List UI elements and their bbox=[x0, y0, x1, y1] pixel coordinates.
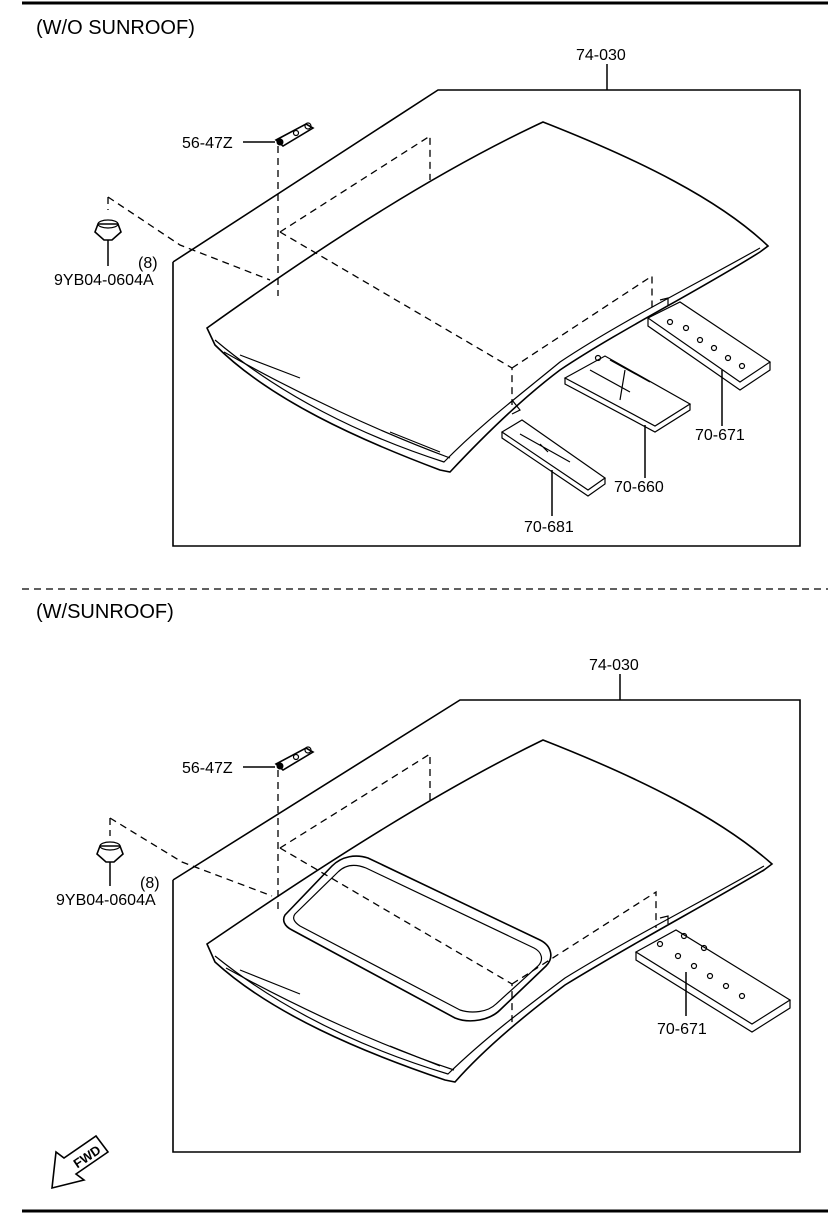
section-without-sunroof: (W/O SUNROOF) 56-47Z bbox=[36, 17, 801, 547]
dash-front bbox=[279, 134, 431, 233]
nut-label: 9YB04-0604A bbox=[56, 892, 156, 909]
rail-rear-label: 70-671 bbox=[695, 427, 745, 444]
roof-panel-label: 74-030 bbox=[589, 657, 639, 674]
roof-panel bbox=[205, 121, 770, 473]
dash-front bbox=[279, 752, 431, 849]
roof-panel-label: 74-030 bbox=[576, 47, 626, 64]
rail-rear-label: 70-671 bbox=[657, 1021, 707, 1038]
bracket-label: 56-47Z bbox=[182, 760, 233, 777]
nut-qty-label: (8) bbox=[138, 255, 158, 272]
nut-label: 9YB04-0604A bbox=[54, 272, 154, 289]
group-frame bbox=[172, 89, 801, 547]
section-heading: (W/SUNROOF) bbox=[36, 601, 174, 623]
nut-icon bbox=[96, 841, 124, 863]
rail-rear-part bbox=[646, 301, 772, 391]
rail-front-part bbox=[500, 419, 607, 497]
nut-qty-label: (8) bbox=[140, 875, 160, 892]
bracket-part bbox=[274, 122, 315, 147]
rail-rear-part bbox=[634, 929, 792, 1033]
bracket-label: 56-47Z bbox=[182, 135, 233, 152]
rail-front-label: 70-681 bbox=[524, 519, 574, 536]
dash-side bbox=[279, 231, 513, 405]
roof-panel bbox=[205, 739, 774, 1083]
fwd-arrow-icon: FWD bbox=[51, 1134, 110, 1190]
nut-icon bbox=[94, 219, 122, 241]
section-heading: (W/O SUNROOF) bbox=[36, 17, 195, 39]
bracket-part bbox=[274, 746, 315, 771]
rail-mid-part bbox=[563, 354, 692, 433]
dash-rear bbox=[511, 274, 653, 369]
section-with-sunroof: (W/SUNROOF) 56-47Z bbox=[36, 601, 801, 1153]
dash-side bbox=[279, 847, 513, 1024]
dash-rear bbox=[511, 890, 657, 985]
group-frame bbox=[172, 699, 801, 1153]
dash-nut bbox=[109, 817, 273, 897]
rail-mid-label: 70-660 bbox=[614, 479, 664, 496]
dash-nut bbox=[107, 196, 271, 281]
